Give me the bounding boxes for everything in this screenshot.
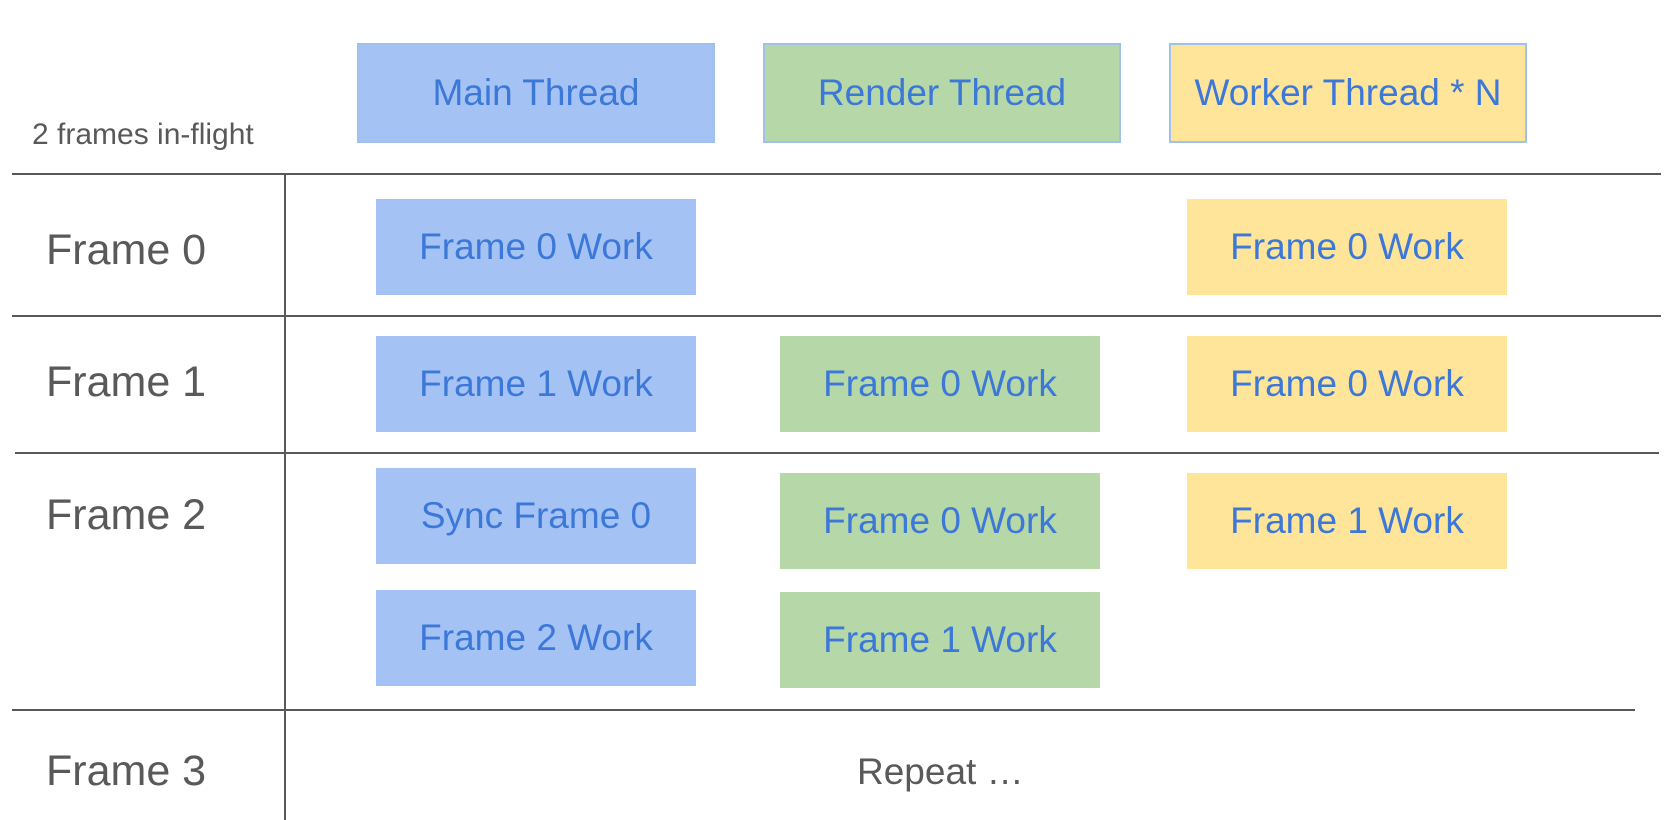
frame2-main-sync: Sync Frame 0 [376, 468, 696, 564]
frame2-worker-work: Frame 1 Work [1187, 473, 1507, 569]
diagram-caption: 2 frames in-flight [32, 118, 254, 151]
row-label-frame1: Frame 1 [46, 358, 207, 406]
divider-frame2 [12, 709, 1635, 711]
frame1-worker-work: Frame 0 Work [1187, 336, 1507, 432]
frame1-render-work: Frame 0 Work [780, 336, 1100, 432]
frame0-main-work: Frame 0 Work [376, 199, 696, 295]
header-main-thread: Main Thread [357, 43, 715, 143]
frame0-worker-work: Frame 0 Work [1187, 199, 1507, 295]
row-label-frame3: Frame 3 [46, 747, 207, 795]
frame1-main-work: Frame 1 Work [376, 336, 696, 432]
frame2-render-work-b: Frame 1 Work [780, 592, 1100, 688]
divider-label-column [284, 175, 286, 820]
header-worker-thread: Worker Thread * N [1169, 43, 1527, 143]
divider-frame1 [15, 452, 1659, 454]
divider-header [12, 173, 1661, 175]
header-render-thread: Render Thread [763, 43, 1121, 143]
frame2-main-work: Frame 2 Work [376, 590, 696, 686]
frame2-render-work-a: Frame 0 Work [780, 473, 1100, 569]
frame3-repeat-text: Repeat … [857, 751, 1024, 792]
row-label-frame0: Frame 0 [46, 226, 207, 274]
row-label-frame2: Frame 2 [46, 491, 207, 539]
divider-frame0 [12, 315, 1661, 317]
